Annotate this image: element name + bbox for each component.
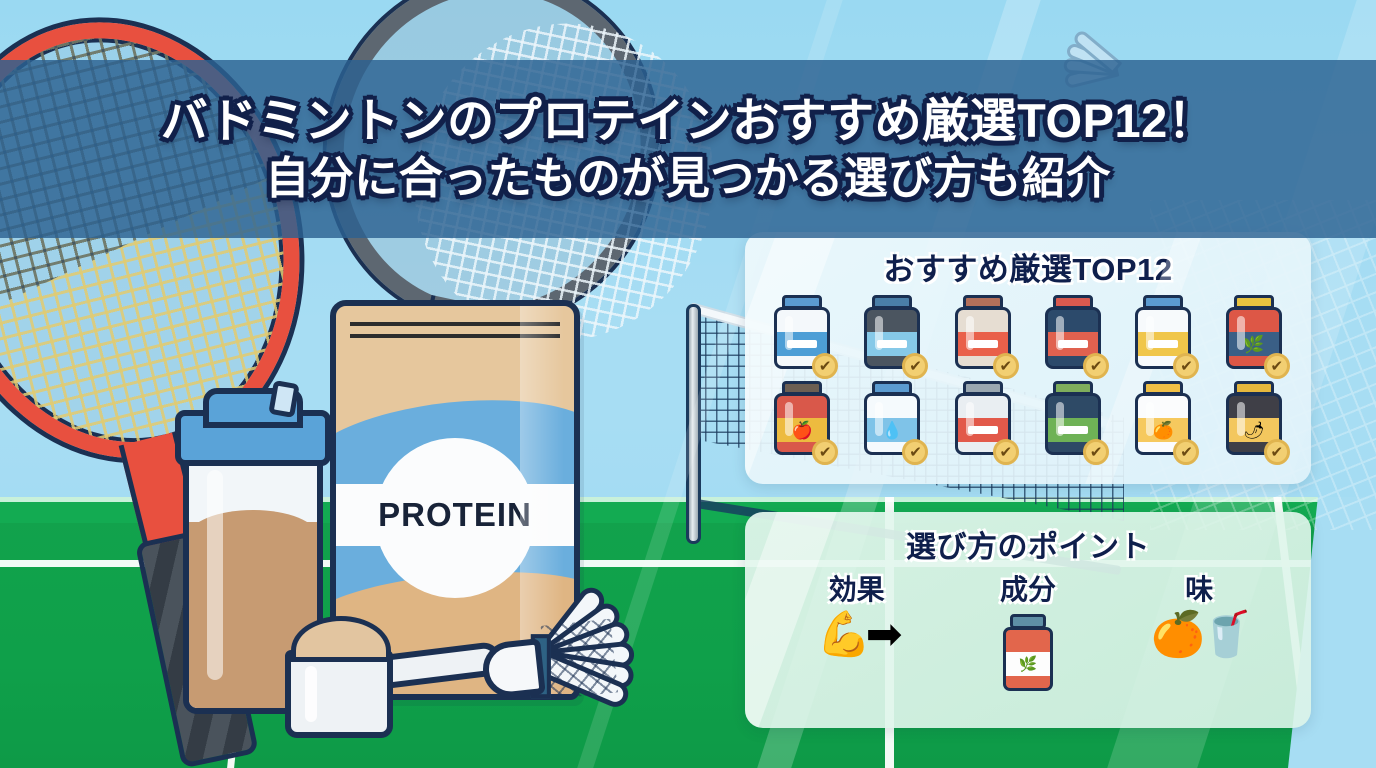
point-ingredients: 成分 🌿 (953, 568, 1103, 692)
bottle-6[interactable]: 🌿✔ (1222, 295, 1290, 379)
bottle-10[interactable]: ✔ (1041, 381, 1110, 465)
check-badge-icon: ✔ (812, 439, 839, 465)
point-taste: 味 🍊🥤 (1124, 568, 1274, 658)
bottle-jar (1045, 393, 1102, 455)
title-line-2: 自分に合ったものが見つかる選び方も紹介 (265, 153, 1111, 203)
bottle-label-bar (787, 340, 818, 348)
bottle-2[interactable]: ✔ (860, 295, 929, 379)
check-badge-icon: ✔ (812, 353, 839, 379)
bottle-label: 💧 (867, 418, 918, 442)
bottle-5[interactable]: ✔ (1131, 295, 1200, 379)
bottle-3[interactable]: ✔ (951, 295, 1019, 379)
bottle-glint (1056, 316, 1065, 350)
point-label: 味 (1185, 574, 1214, 605)
bottle-label-bar (1148, 340, 1179, 348)
bottle-glint (785, 402, 794, 436)
check-badge-icon: ✔ (1173, 353, 1200, 379)
bottle-label-icon: 💧 (881, 420, 904, 440)
bottle-glint (875, 316, 884, 350)
bottle-label-bar (1058, 426, 1089, 434)
bottle-12[interactable]: 🌶✔ (1222, 381, 1290, 465)
bottle-glint (1236, 402, 1245, 436)
bottle-grid: ✔✔✔✔✔🌿✔🍎✔💧✔✔✔🍊✔🌶✔ (745, 289, 1311, 465)
shuttlecock (473, 556, 667, 719)
selection-points-panel: 選び方のポイント 効果 💪➡ 成分 🌿 味 🍊🥤 (745, 512, 1311, 728)
supplement-bottle-leaf-icon: 🌿 (1000, 614, 1056, 692)
protein-scoop (285, 616, 503, 738)
bottle-jar: 🌶 (1225, 393, 1282, 455)
bottle-label-icon: 🌶 (1243, 420, 1265, 440)
recommended-top12-panel: おすすめ厳選TOP12 ✔✔✔✔✔🌿✔🍎✔💧✔✔✔🍊✔🌶✔ (745, 232, 1311, 484)
bottle-label-icon: 🌿 (1243, 334, 1265, 354)
orange-juice-icon: 🍊🥤 (1150, 610, 1255, 659)
point-label: 成分 (999, 574, 1056, 605)
bottle-jar: 🍊 (1135, 393, 1192, 455)
check-badge-icon: ✔ (992, 439, 1019, 465)
check-badge-icon: ✔ (1083, 353, 1110, 379)
bottle-glint (1056, 402, 1065, 436)
bottle-glint (1146, 316, 1155, 350)
bottle-label-bar (1058, 340, 1089, 348)
check-badge-icon: ✔ (1083, 439, 1110, 465)
point-label: 効果 (828, 574, 885, 605)
leaf-icon: 🌿 (1005, 652, 1050, 676)
bottle-label-bar (877, 340, 908, 348)
court-line-service (0, 560, 1376, 567)
bottle-glint (965, 316, 974, 350)
panel-heading-points: 選び方のポイント (906, 531, 1150, 564)
bottle-label-icon: 🍊 (1152, 420, 1175, 440)
bottle-label-bar (967, 340, 998, 348)
title-line-1: バドミントンのプロテインおすすめ厳選TOP12！ (160, 94, 1216, 148)
bottle-jar (954, 393, 1011, 455)
protein-bag-label: PROTEIN (378, 496, 532, 533)
bottle-7[interactable]: 🍎✔ (770, 381, 839, 465)
title-banner: バドミントンのプロテインおすすめ厳選TOP12！ 自分に合ったものが見つかる選び… (0, 60, 1376, 238)
bottle-1[interactable]: ✔ (770, 295, 839, 379)
protein-shaker (175, 380, 331, 718)
check-badge-icon: ✔ (992, 353, 1019, 379)
bottle-label-bar (967, 426, 998, 434)
check-badge-icon: ✔ (902, 353, 929, 379)
bottle-glint (875, 402, 884, 436)
bottle-jar: 💧 (864, 393, 921, 455)
point-effect: 効果 💪➡ (782, 568, 932, 658)
flexed-bicep-arrow-icon: 💪➡ (816, 610, 903, 659)
panel-heading-top12: おすすめ厳選TOP12 (883, 252, 1173, 287)
bottle-4[interactable]: ✔ (1041, 295, 1110, 379)
bottle-8[interactable]: 💧✔ (860, 381, 929, 465)
bottle-9[interactable]: ✔ (951, 381, 1019, 465)
points-row: 効果 💪➡ 成分 🌿 味 🍊🥤 (745, 566, 1311, 692)
bottle-jar: 🍎 (774, 393, 831, 455)
check-badge-icon: ✔ (902, 439, 929, 465)
bottle-glint (785, 316, 794, 350)
bottle-glint (965, 402, 974, 436)
bottle-jar (864, 307, 921, 369)
check-badge-icon: ✔ (1173, 439, 1200, 465)
bottle-glint (1236, 316, 1245, 350)
bottle-label-icon: 🍎 (791, 420, 813, 440)
check-badge-icon: ✔ (1263, 439, 1290, 465)
check-badge-icon: ✔ (1263, 353, 1290, 379)
bottle-11[interactable]: 🍊✔ (1131, 381, 1200, 465)
bottle-glint (1146, 402, 1155, 436)
